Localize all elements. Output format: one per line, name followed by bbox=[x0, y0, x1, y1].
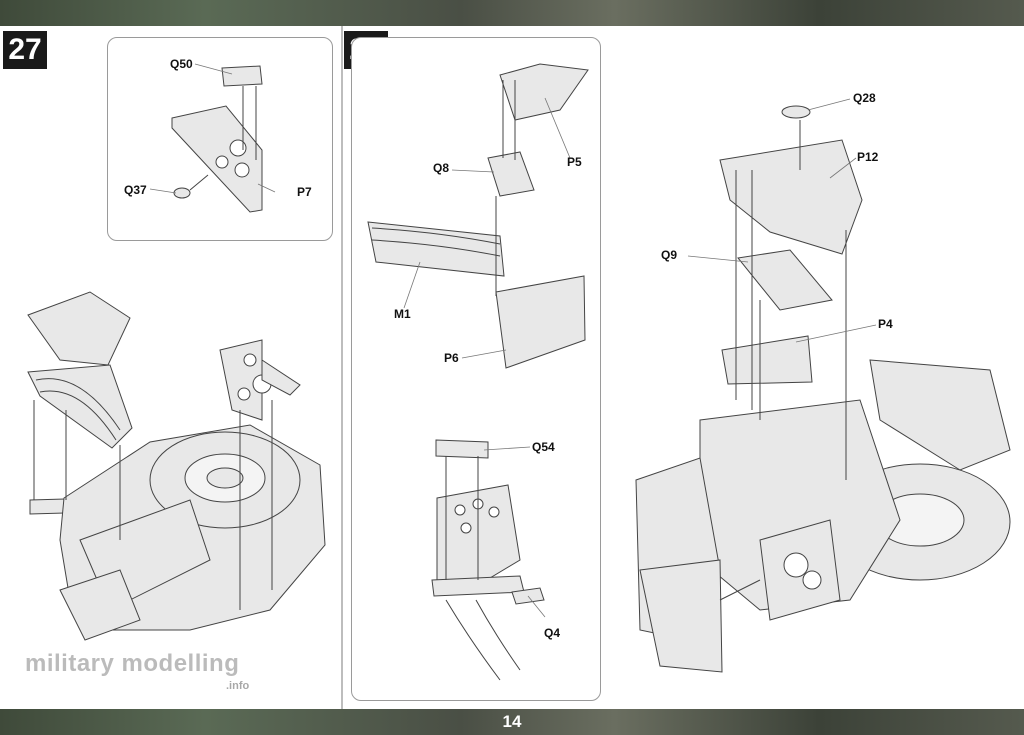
column-divider bbox=[341, 26, 343, 709]
part-label-q28: Q28 bbox=[853, 91, 876, 105]
part-label-q4: Q4 bbox=[544, 626, 561, 640]
part-label-p4: P4 bbox=[878, 317, 893, 331]
part-label-p6: P6 bbox=[444, 351, 459, 365]
page-number: 14 bbox=[502, 712, 522, 731]
watermark-logo-text: military modelling bbox=[25, 650, 240, 677]
watermark-logo-suffix: .info bbox=[226, 680, 250, 692]
part-label-p12: P12 bbox=[857, 150, 879, 164]
part-label-p7: P7 bbox=[297, 185, 312, 199]
right-panel-turret-drawing bbox=[635, 105, 1011, 673]
part-label-q37: Q37 bbox=[124, 183, 147, 197]
part-label-q54: Q54 bbox=[532, 440, 555, 454]
top-color-strip bbox=[0, 0, 1024, 26]
step-27-turret-drawing bbox=[27, 291, 326, 641]
step-27-plate-drawing bbox=[171, 65, 263, 213]
part-label-m1: M1 bbox=[394, 307, 411, 321]
part-label-p5: P5 bbox=[567, 155, 582, 169]
part-label-q9: Q9 bbox=[661, 248, 678, 262]
bottom-color-strip bbox=[0, 709, 1024, 735]
step-28-magazine-drawing bbox=[431, 439, 545, 681]
part-label-q8: Q8 bbox=[433, 161, 450, 175]
part-label-q50: Q50 bbox=[170, 57, 193, 71]
step-28-chute-drawing bbox=[367, 63, 589, 369]
step-27-badge: 27 bbox=[3, 31, 47, 69]
